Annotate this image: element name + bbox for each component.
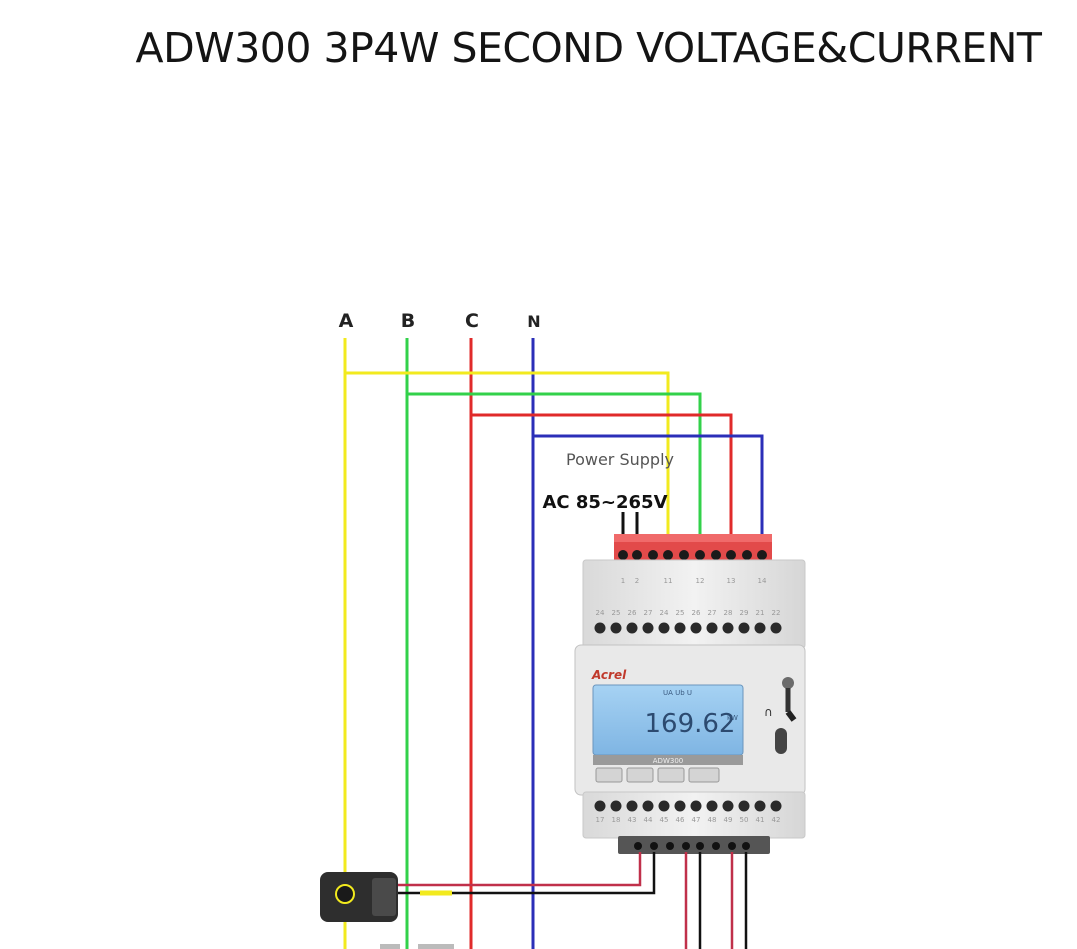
power-supply-label: Power Supply <box>566 450 674 469</box>
upper-row-num: 29 <box>740 609 749 617</box>
lcd-reading: 169.62 <box>645 709 736 739</box>
right-button[interactable] <box>657 767 685 783</box>
top-terminal-num: 11 <box>664 577 673 585</box>
lower-row-num: 46 <box>676 816 685 824</box>
ct-wire-1 <box>398 852 656 895</box>
upper-row-num: 24 <box>596 609 605 617</box>
phase-label-c: C <box>465 310 479 332</box>
upper-row-num: 22 <box>772 609 781 617</box>
model-label: ADW300 <box>653 757 683 765</box>
lower-screw-row <box>594 800 782 812</box>
antenna-icon <box>782 677 797 722</box>
lower-row-num: 48 <box>708 816 717 824</box>
lcd-unit: kW <box>727 714 738 722</box>
bottom-terminal-contacts <box>634 842 750 850</box>
lower-row-num: 50 <box>740 816 749 824</box>
side-slot <box>775 728 787 754</box>
lower-row-num: 47 <box>692 816 701 824</box>
lower-row-num: 43 <box>628 816 637 824</box>
voltage-wire-n <box>533 434 764 552</box>
lower-row-num: 41 <box>756 816 765 824</box>
voltage-wire-c <box>471 413 733 552</box>
phase-label-n: N <box>527 312 540 331</box>
top-terminal-num: 13 <box>727 577 736 585</box>
lower-row-num: 42 <box>772 816 781 824</box>
ac-range-label: AC 85~265V <box>542 492 667 513</box>
top-terminal-num: 2 <box>635 577 639 585</box>
lower-row-num: 18 <box>612 816 621 824</box>
upper-screw-row <box>594 622 782 634</box>
voltage-wire-a <box>345 371 670 552</box>
lower-row-num: 49 <box>724 816 733 824</box>
wireless-icon: ∩ <box>764 705 773 719</box>
left-button[interactable] <box>626 767 654 783</box>
upper-row-num: 25 <box>612 609 621 617</box>
upper-row-num: 27 <box>644 609 653 617</box>
lower-row-num: 17 <box>596 816 605 824</box>
upper-row-num: 25 <box>676 609 685 617</box>
phase-label-a: A <box>339 310 354 332</box>
ct-wire-2 <box>398 852 642 887</box>
upper-row-num: 24 <box>660 609 669 617</box>
lcd-top-text: UA Ub U <box>663 689 692 697</box>
lower-row-num: 45 <box>660 816 669 824</box>
top-terminal-num: 14 <box>758 577 767 585</box>
top-terminal-num: 1 <box>621 577 625 585</box>
enter-button[interactable] <box>688 767 720 783</box>
upper-row-num: 26 <box>628 609 637 617</box>
upper-row-num: 28 <box>724 609 733 617</box>
upper-row-num: 26 <box>692 609 701 617</box>
phase-label-b: B <box>401 310 415 332</box>
upper-row-num: 21 <box>756 609 765 617</box>
page-title: ADW300 3P4W SECOND VOLTAGE&CURRENT <box>135 24 1042 72</box>
upper-row-num: 27 <box>708 609 717 617</box>
brand-logo: Acrel <box>591 668 627 682</box>
top-terminal-num: 12 <box>696 577 705 585</box>
menu-button[interactable] <box>595 767 623 783</box>
current-transformer <box>320 872 398 922</box>
lower-row-num: 44 <box>644 816 653 824</box>
voltage-wire-b <box>407 392 702 552</box>
